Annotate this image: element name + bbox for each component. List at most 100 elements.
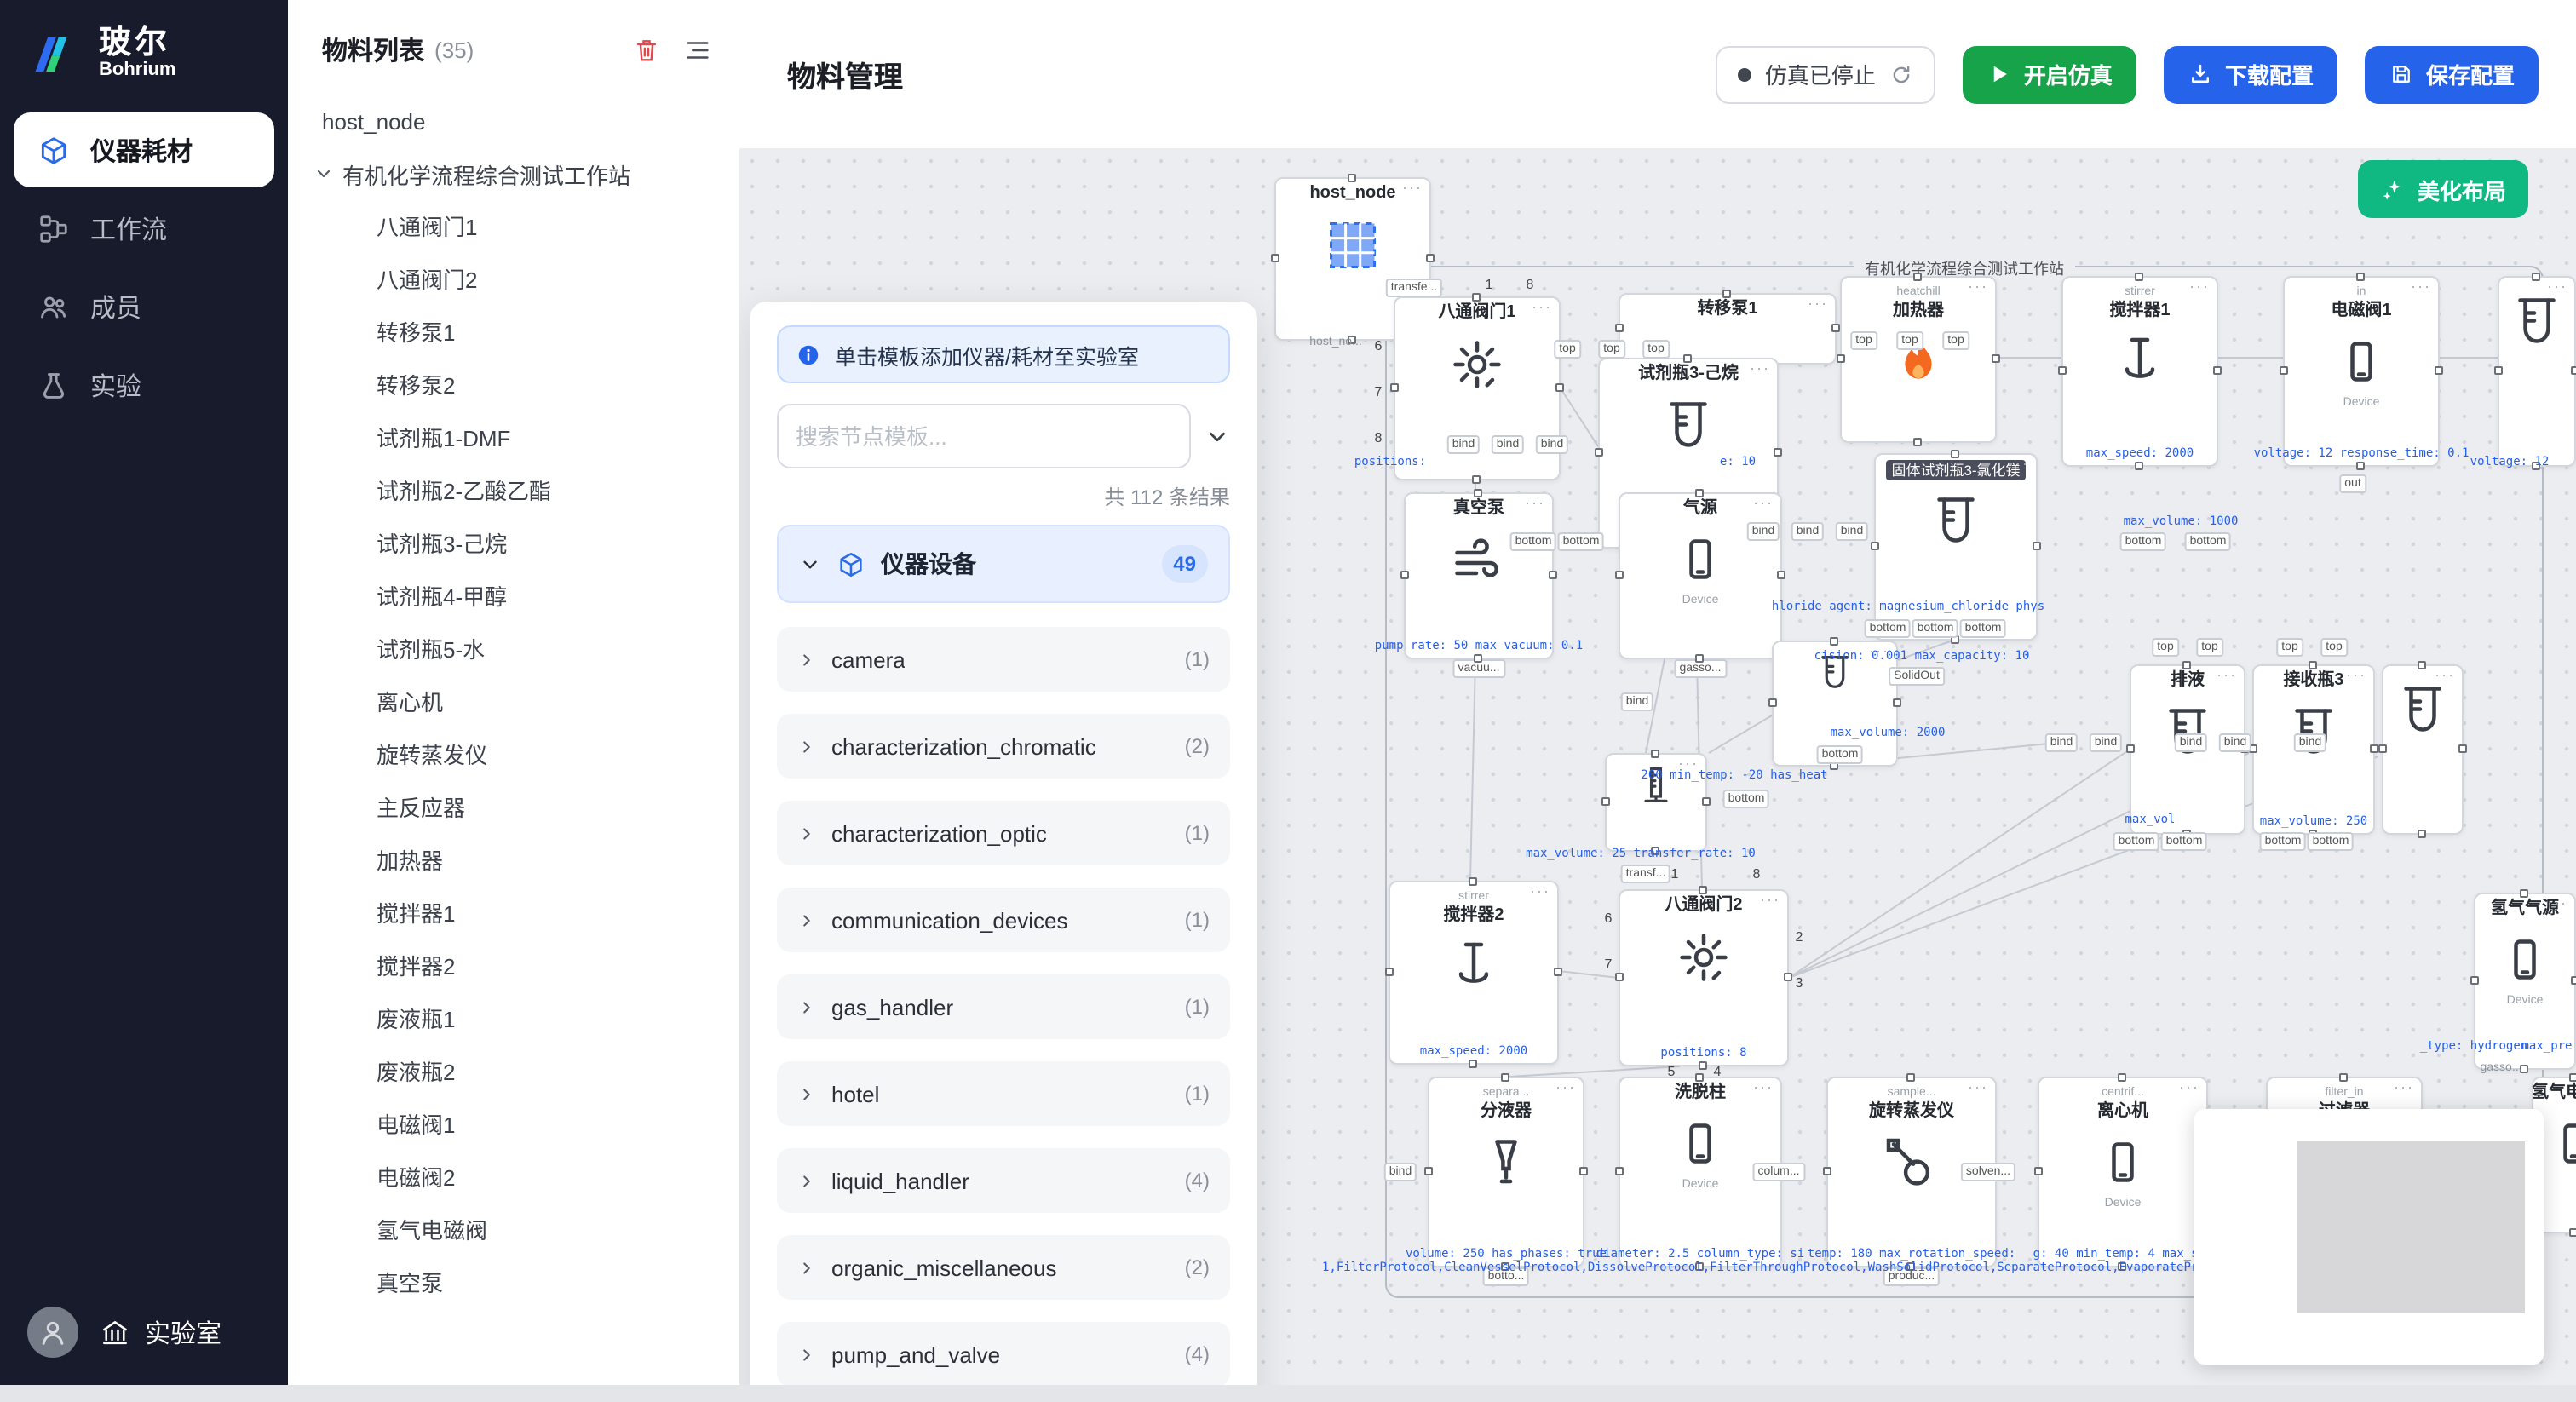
- port-handle[interactable]: [1501, 1073, 1509, 1082]
- node-menu-icon[interactable]: ···: [1753, 494, 1774, 511]
- tree-item[interactable]: 真空泵: [377, 1271, 444, 1296]
- port-handle[interactable]: [2520, 1065, 2528, 1073]
- canvas-node[interactable]: ··· 八通阀门2 positions: 8: [1615, 886, 1792, 1070]
- port-handle[interactable]: [1913, 273, 1922, 281]
- port-handle[interactable]: [2135, 462, 2143, 470]
- port-handle[interactable]: [2378, 744, 2387, 753]
- port-handle[interactable]: [1385, 968, 1394, 976]
- template-item[interactable]: liquid_handler (4): [777, 1148, 1230, 1213]
- node-menu-icon[interactable]: ···: [2411, 278, 2431, 295]
- port-handle[interactable]: [1615, 324, 1624, 332]
- port-handle[interactable]: [1595, 448, 1603, 457]
- port-handle[interactable]: [1913, 438, 1922, 446]
- port-handle[interactable]: [1601, 797, 1610, 806]
- canvas-node[interactable]: ··· 气源 Device gasso...: [1615, 489, 1785, 678]
- tree-item[interactable]: 转移泵1: [377, 320, 456, 346]
- port-handle[interactable]: [1615, 571, 1624, 579]
- canvas-node[interactable]: ··· 固体试剂瓶3-氯化镁: [1871, 450, 2041, 644]
- node-menu-icon[interactable]: ···: [1555, 1078, 1576, 1095]
- canvas-node[interactable]: ··· heatchill 加热器: [1837, 273, 2000, 446]
- port-handle[interactable]: [1579, 1167, 1588, 1175]
- port-handle[interactable]: [1348, 336, 1356, 344]
- canvas-node[interactable]: ···: [2378, 661, 2467, 838]
- node-menu-icon[interactable]: ···: [2547, 894, 2567, 911]
- chevron-down-icon[interactable]: [1205, 423, 1230, 449]
- port-handle[interactable]: [2532, 462, 2540, 470]
- port-handle[interactable]: [2118, 1073, 2126, 1082]
- port-handle[interactable]: [2058, 366, 2067, 375]
- port-handle[interactable]: [1651, 847, 1659, 855]
- template-item[interactable]: characterization_chromatic (2): [777, 714, 1230, 779]
- port-handle[interactable]: [1271, 254, 1279, 262]
- node-menu-icon[interactable]: ···: [1760, 891, 1780, 908]
- template-item[interactable]: pump_and_valve (4): [777, 1322, 1230, 1385]
- port-handle[interactable]: [1722, 290, 1731, 298]
- port-handle[interactable]: [1474, 654, 1482, 663]
- port-handle[interactable]: [2494, 366, 2503, 375]
- sidebar-item[interactable]: 实验: [14, 348, 274, 422]
- node-menu-icon[interactable]: ···: [1402, 179, 1423, 196]
- port-handle[interactable]: [1695, 1262, 1704, 1271]
- port-handle[interactable]: [2458, 744, 2467, 753]
- category-instruments[interactable]: 仪器设备 49: [777, 525, 1230, 603]
- canvas-node[interactable]: ··· 洗脱柱 Device diameter: 2.5 column_type…: [1596, 1073, 1804, 1271]
- tree-item[interactable]: 试剂瓶2-乙酸乙酯: [377, 479, 552, 504]
- tree-item[interactable]: 旋转蒸发仪: [377, 743, 488, 768]
- save-config-button[interactable]: 保存配置: [2364, 45, 2539, 103]
- template-item[interactable]: hotel (1): [777, 1061, 1230, 1126]
- tree-item[interactable]: 电磁阀2: [377, 1165, 456, 1191]
- port-handle[interactable]: [2135, 273, 2143, 281]
- template-item[interactable]: organic_miscellaneous (2): [777, 1235, 1230, 1300]
- port-handle[interactable]: [1400, 571, 1409, 579]
- tree-item[interactable]: 八通阀门2: [377, 267, 478, 293]
- node-menu-icon[interactable]: ···: [1532, 298, 1552, 315]
- canvas-node[interactable]: ···: [2494, 273, 2576, 470]
- template-item[interactable]: characterization_optic (1): [777, 801, 1230, 865]
- node-menu-icon[interactable]: ···: [2346, 666, 2366, 683]
- port-handle[interactable]: [1893, 698, 1901, 707]
- canvas-node[interactable]: ···: [1601, 750, 1711, 855]
- port-handle[interactable]: [1837, 354, 1845, 363]
- canvas-node[interactable]: ··· 真空泵 pump_rate: 50 max_vacuum: 0.1 va…: [1375, 489, 1583, 678]
- port-handle[interactable]: [1555, 383, 1564, 392]
- port-handle[interactable]: [2571, 366, 2576, 375]
- node-menu-icon[interactable]: ···: [1530, 882, 1550, 899]
- port-handle[interactable]: [2532, 273, 2540, 281]
- tree-item[interactable]: 搅拌器1: [377, 901, 456, 927]
- port-handle[interactable]: [1699, 1061, 1707, 1070]
- node-menu-icon[interactable]: ···: [1869, 642, 1889, 659]
- port-handle[interactable]: [2418, 830, 2426, 838]
- port-handle[interactable]: [1472, 475, 1481, 484]
- port-handle[interactable]: [2370, 744, 2378, 753]
- port-handle[interactable]: [1615, 1167, 1624, 1175]
- node-menu-icon[interactable]: ···: [1525, 494, 1545, 511]
- port-handle[interactable]: [1474, 489, 1482, 497]
- port-handle[interactable]: [2356, 273, 2365, 281]
- template-search-input[interactable]: [777, 404, 1191, 468]
- node-menu-icon[interactable]: ···: [1753, 1078, 1774, 1095]
- port-handle[interactable]: [1501, 1262, 1509, 1271]
- tree-item[interactable]: 废液瓶2: [377, 1060, 456, 1085]
- download-config-button[interactable]: 下载配置: [2163, 45, 2337, 103]
- port-handle[interactable]: [1906, 1262, 1915, 1271]
- port-handle[interactable]: [1683, 354, 1692, 363]
- port-handle[interactable]: [1699, 886, 1707, 894]
- port-handle[interactable]: [1549, 571, 1557, 579]
- port-handle[interactable]: [2033, 542, 2041, 550]
- port-handle[interactable]: [2280, 366, 2288, 375]
- tree-item-host-node[interactable]: host_node: [322, 109, 426, 135]
- tree-item[interactable]: 试剂瓶3-己烷: [377, 531, 508, 557]
- tree-item[interactable]: 搅拌器2: [377, 954, 456, 980]
- port-handle[interactable]: [1348, 174, 1356, 182]
- refresh-icon[interactable]: [1889, 62, 1913, 86]
- port-handle[interactable]: [1469, 1060, 1477, 1068]
- port-handle[interactable]: [1768, 698, 1777, 707]
- tree-group-workstation[interactable]: 有机化学流程综合测试工作站: [288, 147, 712, 201]
- node-menu-icon[interactable]: ···: [2547, 278, 2567, 295]
- node-menu-icon[interactable]: ···: [2189, 278, 2210, 295]
- start-simulation-button[interactable]: 开启仿真: [1962, 45, 2136, 103]
- node-menu-icon[interactable]: ···: [2435, 666, 2455, 683]
- port-handle[interactable]: [2126, 744, 2135, 753]
- trash-icon[interactable]: [632, 35, 661, 64]
- lab-entry[interactable]: 实验室: [99, 1314, 221, 1350]
